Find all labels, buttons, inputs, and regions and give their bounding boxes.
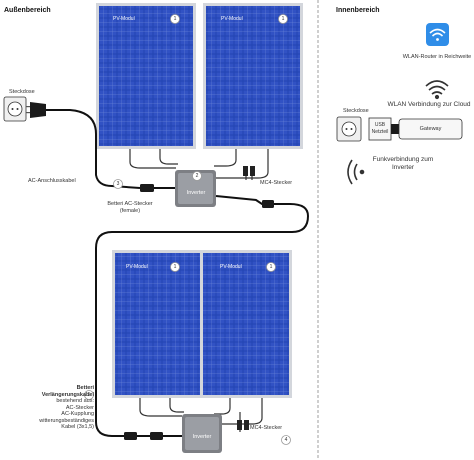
mc4-number: 4 bbox=[284, 437, 288, 443]
panel-2-number: 1 bbox=[281, 16, 285, 22]
router-label: WLAN-Router in Reichweite bbox=[402, 54, 472, 60]
panel-3-number: 1 bbox=[173, 264, 177, 270]
inverter-bottom-label: Inverter bbox=[192, 434, 212, 440]
radio-waves-icon bbox=[347, 159, 365, 185]
indoor-socket-label: Steckdose bbox=[343, 108, 369, 114]
panel-1-number: 1 bbox=[173, 16, 177, 22]
ac-cable-label: AC-Anschlusskabel bbox=[28, 178, 76, 184]
extension-cable bbox=[95, 195, 310, 437]
number-badges bbox=[84, 14, 291, 445]
inverter-bottom bbox=[182, 414, 222, 453]
dc-cables-bottom bbox=[139, 398, 263, 432]
outdoor-section-title: Außenbereich bbox=[4, 7, 51, 14]
wifi-signal-icon bbox=[425, 80, 449, 100]
mc4-connectors-bottom bbox=[237, 420, 249, 430]
mc4-bottom-label: MC4-Stecker bbox=[250, 425, 283, 431]
usb-connector bbox=[391, 124, 399, 134]
ac-plug-top bbox=[140, 184, 154, 192]
indoor-section-title: Innenbereich bbox=[336, 7, 380, 14]
extension-plug-3 bbox=[150, 432, 163, 440]
panel-2-label: PV-Modul bbox=[221, 16, 243, 22]
extension-plug-2 bbox=[124, 432, 137, 440]
indoor-socket bbox=[336, 116, 362, 142]
inverter-number: 2 bbox=[195, 173, 199, 179]
extension-title: Betteri Verlängerungskabel bbox=[41, 385, 94, 398]
ac-plug-label: Betteri AC-Stecker (female) bbox=[107, 201, 153, 214]
panel-4-label: PV-Modul bbox=[220, 264, 242, 270]
panel-4-number: 1 bbox=[269, 264, 273, 270]
gateway-label: Gateway bbox=[419, 126, 442, 132]
wifi-connection-label: WLAN Verbindung zur Cloud bbox=[387, 101, 471, 108]
pv-panel-2 bbox=[203, 3, 303, 149]
pv-panel-3 bbox=[112, 250, 203, 398]
pv-panel-1 bbox=[96, 3, 196, 149]
mc4-top-label: MC4-Stecker bbox=[260, 180, 293, 186]
usb-label: USB Netzteil bbox=[371, 122, 389, 135]
inverter-top bbox=[175, 170, 216, 207]
wifi-router-icon bbox=[426, 23, 449, 46]
radio-label: Funkverbindung zum Inverter bbox=[372, 156, 434, 171]
panel-1-label: PV-Modul bbox=[113, 16, 135, 22]
panel-3-label: PV-Modul bbox=[126, 264, 148, 270]
ac-cable bbox=[46, 109, 141, 189]
inverter-top-label: Inverter bbox=[186, 190, 206, 196]
gateway-device bbox=[398, 118, 463, 140]
pv-panel-4 bbox=[200, 250, 292, 398]
extension-desc: bestehend aus: AC-Stecker AC-Kupplung wi… bbox=[39, 398, 94, 430]
outdoor-socket-label: Steckdose bbox=[9, 89, 35, 95]
extension-plug-1 bbox=[262, 200, 274, 208]
ac-cable-number: 3 bbox=[116, 181, 120, 187]
extension-number: 5 bbox=[87, 392, 91, 398]
mc4-connectors-top bbox=[243, 166, 255, 176]
outdoor-plug bbox=[26, 102, 46, 118]
outdoor-socket bbox=[3, 96, 27, 122]
